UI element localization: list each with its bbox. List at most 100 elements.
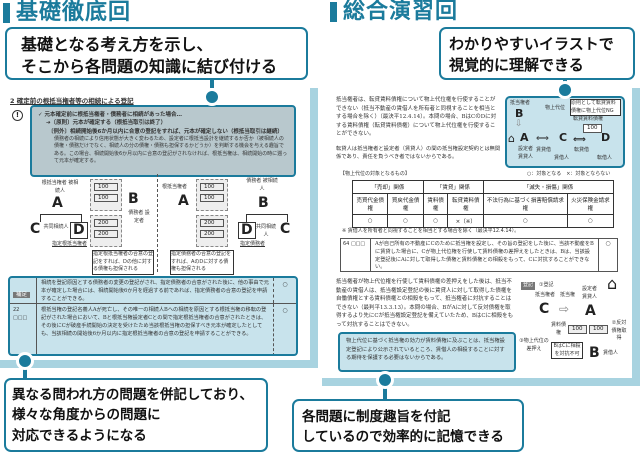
connector-dot	[16, 352, 34, 370]
key-point-explanation: 債務者の相続により信用状態が大きく変わるため、設定者に根抵当設計を継続するか否か…	[54, 135, 288, 165]
feature-callout-basics: 基礎となる考え方を示し、 そこから各問題の知識に結び付ける	[5, 27, 308, 80]
callout-line: 各問題に制度趣旨を付記	[302, 409, 451, 425]
fig-label: 抵当権者	[535, 292, 556, 298]
party-b: B	[589, 345, 600, 361]
amount: 100	[583, 124, 602, 134]
practice-page: 抵当権者は、転貸賃料債権について物上代位権を行使することができない（抵当不動産の…	[322, 88, 632, 378]
fig-label: 根抵当権者	[162, 184, 188, 190]
fig-note: 指定根抵当権者の合意の登記をすれば、Dの他に対する債権も担保される	[92, 250, 154, 275]
party-c: C	[559, 131, 568, 144]
fig-label: 抵当権者	[510, 100, 531, 106]
heading-bar	[330, 2, 337, 23]
connector-dot	[203, 88, 221, 106]
family-line	[246, 214, 288, 222]
house-icon: ⌂	[607, 274, 618, 293]
purpose-note: 物上代位に基づく抵当権の効力が賃料債権に及ぶことは、抵当権設定登記により公示され…	[346, 338, 505, 362]
fig-note: 指定債務者の合意の登記をすれば、AのDに対する債権も担保される	[170, 250, 234, 275]
fig-label: 賃貸借	[536, 147, 552, 153]
table-cell: ○	[422, 214, 449, 228]
amount: 200	[94, 219, 118, 227]
divider	[157, 174, 158, 272]
table-header: 不法行為に基づく損害賠償請求権	[483, 193, 568, 215]
question-text: 相続を登記原因とする債務者の変更の登記がされ、指定債務者の合意がされた後に、他の…	[36, 278, 274, 303]
question-number[interactable]: 64 □□□	[341, 239, 371, 271]
amount: 100	[200, 183, 224, 191]
fig-label: ②反対債権取得	[611, 320, 627, 341]
heading-text: 総合演習回	[343, 0, 459, 24]
party-c: C	[280, 221, 291, 237]
party-c: C	[539, 301, 550, 317]
amount: 100	[589, 325, 608, 335]
feature-callout-purpose: 各問題に制度趣旨を付記 しているので効率的に記憶できる	[292, 399, 524, 452]
result-note: BはCに相殺を対抗不可	[551, 342, 583, 359]
family-line	[40, 214, 82, 222]
question-text: 根抵当権の登記名義人Aが死亡し、その唯一の相続人Bへの相続を原因とする根抵当権の…	[36, 304, 274, 354]
amount: 200	[94, 230, 118, 238]
warning-note: 原則として転貸賃料債権に物上代位NG	[570, 99, 621, 116]
party-b: B	[128, 191, 139, 207]
table-cell: ○	[566, 214, 615, 228]
party-b: B	[515, 107, 524, 120]
callout-line: しているので効率的に記憶できる	[302, 429, 504, 446]
table-footnote: ※ 賃借人を所有者と同視することを相当とする場合を除く（最決平12.4.14）。	[342, 228, 520, 234]
key-point-line: ✓ 元本確定前に根抵当権者・債務者に相続があった場合…	[38, 112, 183, 118]
fig-label: 転貸賃料債権	[573, 116, 604, 122]
callout-line: そこから各問題の知識に結び付ける	[21, 56, 278, 76]
fig-label: ①登記	[539, 282, 554, 288]
feature-callout-illustration: わかりやすいイラストで 視覚的に理解できる	[439, 27, 635, 80]
connector-line	[23, 360, 27, 380]
party-a: A	[520, 131, 529, 144]
party-b: B	[258, 195, 269, 211]
key-point-box: ✓ 元本確定前に根抵当権者・債務者に相続があった場合… ➔〔原則〕元本が確定する…	[30, 105, 296, 177]
callout-line: 視覚的に理解できる	[449, 56, 584, 74]
callout-line: わかりやすいイラストで	[449, 35, 614, 53]
heading-bar	[3, 3, 10, 24]
question-text: Aが自己所有の不動産にCのために抵当権を設定し、その旨の登記をした後に、当該不動…	[371, 239, 599, 271]
explanation-paragraph: 抵当権者が物上代位権を行使して賃料債権の差押えをした後は、抵当不動産の賃借人は、…	[336, 279, 514, 328]
double-arrow-icon: ⟺	[536, 134, 549, 144]
fig-label: 転借人	[597, 155, 613, 161]
amount: 200	[200, 230, 224, 238]
fig-label: 物上代位	[545, 105, 566, 111]
connector-line	[383, 380, 387, 401]
table-header: 買戻代金債権	[387, 193, 424, 215]
question-row: 補足 相続を登記原因とする債務者の変更の登記がされ、指定債務者の合意がされた後に…	[10, 278, 296, 304]
fig-label: 設定者 賃貸人	[581, 286, 597, 300]
table-header: 賃料債権	[422, 193, 449, 215]
connector-dot	[376, 371, 394, 389]
table-cell: ○	[351, 214, 389, 228]
table-header: 火災保険金請求権	[566, 193, 615, 215]
table-group: 「賃貸」関係	[422, 180, 485, 194]
table-cell: ×（※）	[447, 214, 485, 228]
callout-line: 様々な角度からの問題に	[12, 407, 161, 424]
callout-line: 異なる問われ方の問題を併記しており、	[12, 387, 253, 403]
amount: 100	[94, 194, 118, 202]
house-icon: ⌂	[508, 132, 515, 145]
table-header: 売買代金債権	[351, 193, 389, 215]
fig-label: 設定者 賃貸人	[517, 146, 533, 160]
amount: 100	[568, 325, 587, 335]
party-a: A	[585, 303, 596, 319]
illustration-2: 登記 ①登記 抵当権者 C 抵当権 ⇨ 設定者 賃貸人 A ⌂ 賃料債権 100…	[517, 276, 629, 374]
question-number[interactable]: 22 □□□	[13, 307, 28, 321]
table-group: 「滅失・損傷」関係	[483, 180, 614, 194]
callout-line: 基礎となる考え方を示し、	[21, 35, 213, 54]
fig-label: 債務者 被相続人	[246, 178, 278, 192]
answer-mark: ○	[605, 240, 611, 247]
party-d: D	[601, 131, 611, 144]
purpose-note-box: 物上代位に基づく抵当権の効力が賃料債権に及ぶことは、抵当権設定登記により公示され…	[338, 332, 516, 372]
down-arrow-icon: ⇩	[515, 119, 523, 129]
question-row: 64 □□□ Aが自己所有の不動産にCのために抵当権を設定し、その旨の登記をした…	[340, 238, 618, 272]
double-arrow-icon: ⟺	[573, 135, 586, 145]
amount: 100	[200, 194, 224, 202]
right-arrow-icon: ⇨	[559, 302, 570, 316]
exclamation-icon: !	[12, 110, 23, 121]
key-point-line: ➔〔原則〕元本が確定する（根抵当取引は終了）	[46, 120, 167, 127]
basic-section-heading: 基礎徹底回	[3, 0, 131, 25]
table-caption: 【物上代位の対象となるもの】	[340, 171, 410, 177]
answer-mark: ○	[282, 281, 288, 288]
table-cell: ○	[387, 214, 424, 228]
registration-badge: 登記	[521, 282, 536, 290]
table-cell: ○	[483, 214, 568, 228]
